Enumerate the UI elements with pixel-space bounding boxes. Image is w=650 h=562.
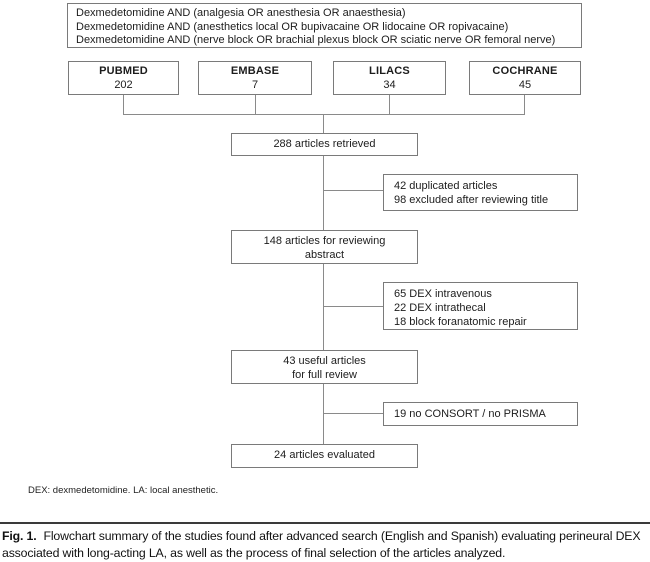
connector-branch-duplicates [323, 190, 383, 191]
search-term-line: Dexmedetomidine AND (anesthetics local O… [76, 20, 509, 33]
retrieved-box: 288 articles retrieved [231, 133, 418, 156]
reviewing-abstract-line: abstract [304, 249, 345, 261]
exclusion-line: 22 DEX intrathecal [394, 302, 486, 314]
exclusion-box-dex-types: 65 DEX intravenous 22 DEX intrathecal 18… [383, 282, 578, 330]
database-box-cochrane: COCHRANE 45 [469, 61, 581, 95]
connector-fullreview-down [323, 384, 324, 444]
abbreviations-footnote: DEX: dexmedetomidine. LA: local anesthet… [28, 485, 219, 496]
database-box-pubmed: PUBMED 202 [68, 61, 179, 95]
exclusion-line: 65 DEX intravenous [394, 288, 492, 300]
full-review-box: 43 useful articles for full review [231, 350, 418, 384]
database-name: EMBASE [230, 65, 280, 77]
caption-text: Flowchart summary of the studies found a… [43, 529, 641, 543]
database-name: LILACS [369, 65, 410, 77]
caption-line: associated with long-acting LA, as well … [2, 546, 506, 560]
figure-caption: Fig. 1. Flowchart summary of the studies … [2, 528, 649, 562]
evaluated-label: 24 articles evaluated [274, 449, 375, 461]
exclusion-line: 98 excluded after reviewing title [394, 194, 549, 206]
connector-merge-down [323, 114, 324, 133]
connector-pubmed-down [123, 95, 124, 114]
search-term-line: Dexmedetomidine AND (nerve block OR brac… [76, 34, 556, 46]
reviewing-abstract-line: 148 articles for reviewing [263, 235, 386, 247]
evaluated-box: 24 articles evaluated [231, 444, 418, 468]
connector-embase-down [255, 95, 256, 114]
reviewing-abstract-box: 148 articles for reviewing abstract [231, 230, 418, 264]
exclusion-line: 18 block foranatomic repair [394, 316, 527, 328]
database-box-embase: EMBASE 7 [198, 61, 312, 95]
connector-branch-dex [323, 306, 383, 307]
figure-label: Fig. 1. [2, 529, 37, 543]
exclusion-box-consort: 19 no CONSORT / no PRISMA [383, 402, 578, 426]
database-name: PUBMED [99, 65, 148, 77]
exclusion-box-duplicates: 42 duplicated articles 98 excluded after… [383, 174, 578, 211]
search-terms-box: Dexmedetomidine AND (analgesia OR anesth… [67, 3, 582, 48]
database-name: COCHRANE [492, 65, 558, 77]
database-count: 34 [383, 79, 396, 91]
database-box-lilacs: LILACS 34 [333, 61, 446, 95]
full-review-line: for full review [292, 369, 357, 381]
caption-line: Fig. 1. Flowchart summary of the studies … [2, 528, 649, 545]
connector-cochrane-down [524, 95, 525, 114]
exclusion-line: 42 duplicated articles [394, 180, 498, 192]
database-count: 45 [518, 79, 532, 91]
database-count: 202 [114, 79, 133, 91]
connector-lilacs-down [389, 95, 390, 114]
search-term-line: Dexmedetomidine AND (analgesia OR anesth… [76, 7, 406, 19]
connector-branch-consort [323, 413, 383, 414]
connector-merge-horizontal [123, 114, 525, 115]
caption-divider [0, 522, 650, 524]
connector-retrieved-down [323, 156, 324, 230]
exclusion-line: 19 no CONSORT / no PRISMA [394, 408, 546, 420]
connector-abstract-down [323, 264, 324, 350]
full-review-line: 43 useful articles [283, 355, 366, 367]
retrieved-label: 288 articles retrieved [273, 138, 376, 150]
database-count: 7 [251, 79, 259, 91]
